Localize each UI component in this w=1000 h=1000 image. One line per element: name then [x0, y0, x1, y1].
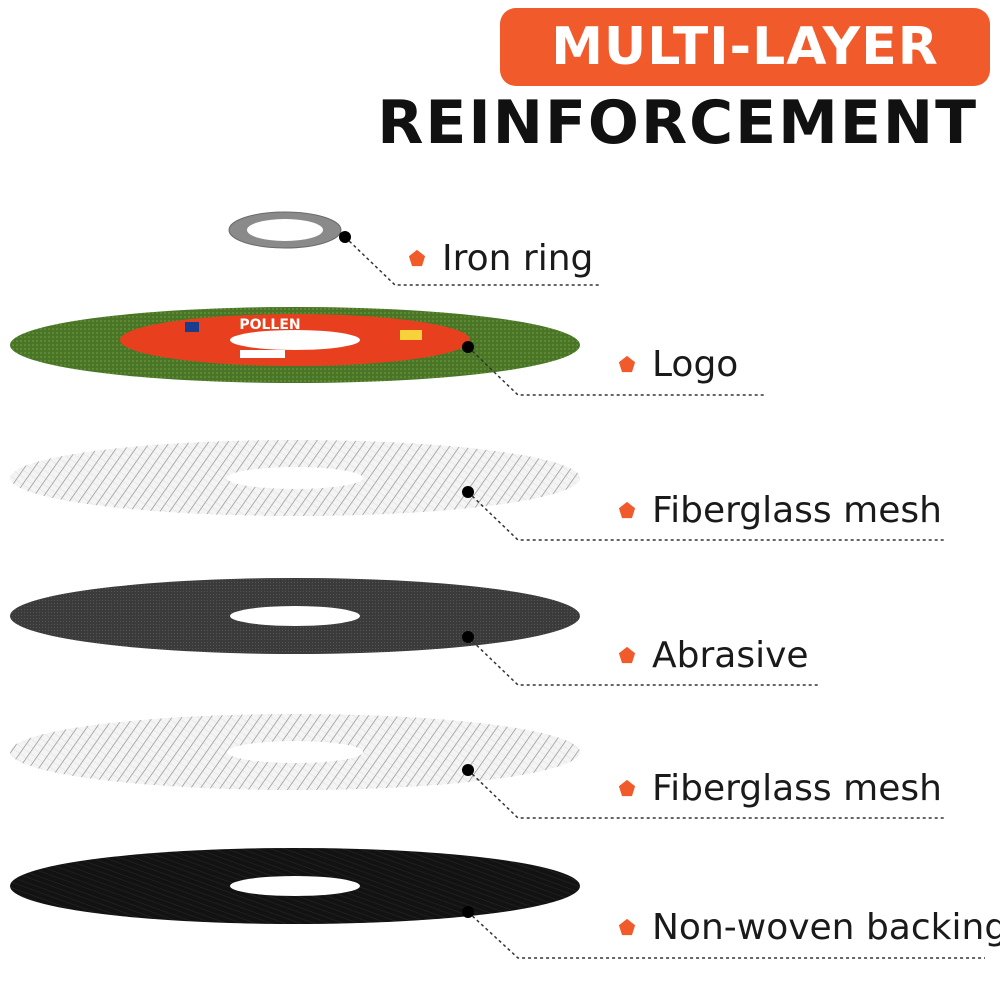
- leader-line-iron-ring: [344, 236, 600, 286]
- pentagon-bullet-icon: [618, 918, 636, 936]
- label-text: Fiberglass mesh: [652, 767, 942, 809]
- label-abrasive: Abrasive: [618, 633, 809, 677]
- leader-line-backing: [467, 911, 985, 959]
- label-fiberglass-mesh-bottom: Fiberglass mesh: [618, 766, 942, 810]
- label-text: Iron ring: [442, 237, 594, 279]
- pentagon-bullet-icon: [618, 501, 636, 519]
- logo-brand-text: POLLEN: [239, 317, 300, 333]
- label-text: Fiberglass mesh: [652, 489, 942, 531]
- title-badge: MULTI-LAYER: [500, 8, 990, 86]
- label-text: Non-woven backing: [652, 906, 1000, 948]
- dot-pointer-icon: [462, 764, 474, 776]
- label-text: Logo: [652, 343, 739, 385]
- dot-pointer-icon: [462, 486, 474, 498]
- pentagon-bullet-icon: [618, 646, 636, 664]
- pentagon-bullet-icon: [618, 779, 636, 797]
- fiberglass-mesh-top: [10, 440, 580, 516]
- leader-line-abrasive: [467, 636, 820, 686]
- label-non-woven-backing: Non-woven backing: [618, 905, 1000, 949]
- iron-ring: [228, 211, 342, 249]
- pentagon-bullet-icon: [618, 355, 636, 373]
- fiberglass-mesh-bottom: [10, 714, 580, 790]
- dot-pointer-icon: [462, 631, 474, 643]
- page-title: REINFORCEMENT: [377, 88, 978, 158]
- logo-disc: POLLEN: [10, 307, 580, 383]
- label-text: Abrasive: [652, 634, 809, 676]
- non-woven-backing-disc: [10, 848, 580, 924]
- label-fiberglass-mesh-top: Fiberglass mesh: [618, 488, 942, 532]
- abrasive-disc: [10, 578, 580, 654]
- pentagon-bullet-icon: [408, 249, 426, 267]
- badge-text: MULTI-LAYER: [551, 17, 939, 77]
- dot-pointer-icon: [462, 341, 474, 353]
- dot-pointer-icon: [339, 231, 351, 243]
- label-logo: Logo: [618, 342, 738, 386]
- label-iron-ring: Iron ring: [408, 236, 593, 280]
- dot-pointer-icon: [462, 906, 474, 918]
